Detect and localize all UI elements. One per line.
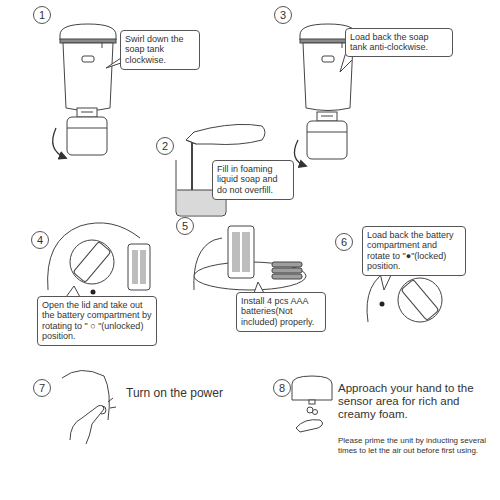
line-art [242,232,250,272]
callout-box: Open the lid and take out the battery co… [37,296,157,346]
line-art [53,128,66,158]
line-art [191,142,193,190]
step-digit: 2 [162,141,168,152]
line-art [70,405,104,444]
step-number: 5 [176,217,194,235]
line-art [313,410,318,415]
callout-box: Load back the soap tank anti-clockwise. [345,28,453,57]
line-art [67,108,107,155]
line-art [307,112,347,159]
callout-box: Load back the battery compartment and ro… [362,226,466,276]
line-art [272,262,302,267]
line-art [140,250,146,284]
line-art [48,223,140,290]
instruction-text: Fill in foaming liquid soap and do not o… [217,164,289,195]
instruction-text: Swirl down the soap tank clockwise. [125,34,195,65]
power-button [62,370,116,444]
line-art [128,244,150,290]
step-digit: 6 [341,237,347,248]
callout-box: Fill in foaming liquid soap and do not o… [212,160,294,200]
step-number: 2 [156,137,174,155]
step-number: 1 [33,6,51,24]
instruction-text: Load back the battery compartment and ro… [367,230,461,271]
instruction-text: Install 4 pcs AAA batteries(Not included… [241,296,321,327]
line-art [380,302,385,307]
line-art [272,274,302,279]
step-instruction: Approach your hand to the sensor area fo… [338,382,490,422]
dispenser-step1 [53,24,121,158]
step-digit: 8 [279,383,285,394]
step-number: 7 [33,379,51,397]
line-art [228,226,254,278]
step-instruction: Turn on the power [126,386,256,400]
callout-box: Install 4 pcs AAA batteries(Not included… [236,292,326,332]
line-art [398,278,442,322]
step-digit: 1 [39,10,45,21]
line-art [294,140,306,166]
step-digit: 3 [280,10,286,21]
step-digit: 4 [37,235,43,246]
instruction-text: Open the lid and take out the battery co… [42,300,152,341]
line-art [108,398,113,402]
instruction-text: Load back the soap tank anti-clockwise. [350,32,448,53]
line-art [272,268,302,273]
line-art [70,240,114,284]
battery-removal [48,223,150,297]
step-digit: 7 [39,383,45,394]
step-number: 8 [273,379,291,397]
line-art [309,400,315,404]
step-number: 4 [31,231,49,249]
line-art [62,370,109,420]
step-number: 3 [274,6,292,24]
battery-install [194,226,306,293]
line-art [91,290,96,295]
note-text: Please prime the unit by inducting sever… [338,436,490,455]
callout-box: Swirl down the soap tank clockwise. [120,30,200,70]
line-art [292,376,332,400]
line-art [186,124,265,144]
step-number: 6 [335,233,353,251]
line-art [401,280,439,321]
line-art [73,242,111,283]
sensor-use [292,376,332,432]
line-art [232,232,240,272]
line-art [132,250,138,284]
line-art [296,420,323,432]
line-art [106,58,121,68]
line-art [186,140,196,144]
step-digit: 5 [182,221,188,232]
line-art [110,407,116,408]
